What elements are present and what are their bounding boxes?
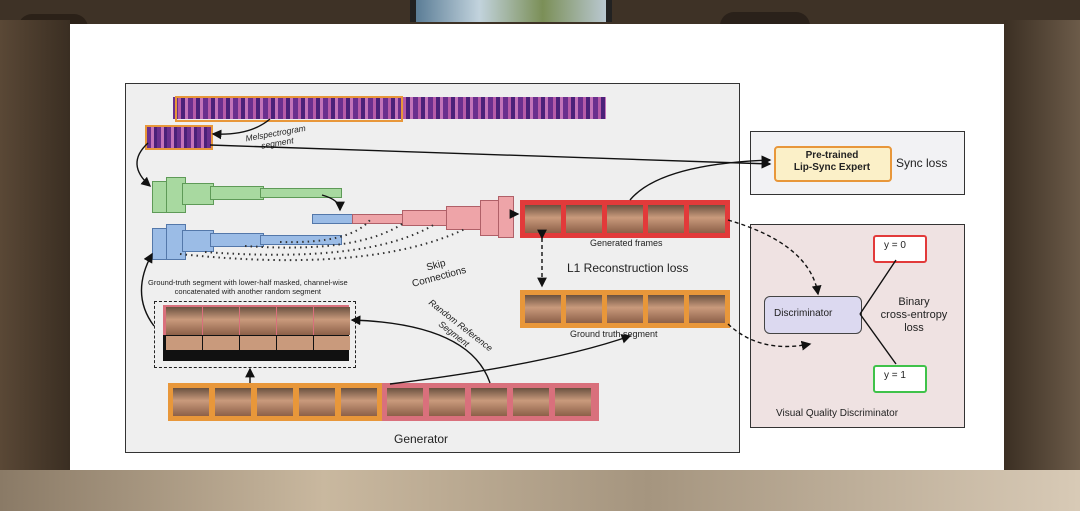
y0-label: y = 0 [884,240,906,251]
l1-loss-label: L1 Reconstruction loss [567,261,689,275]
lip-sync-expert-label: Pre-trained Lip-Sync Expert [793,150,871,173]
reference-sequence [382,383,599,421]
y1-label: y = 1 [884,370,906,381]
arrow-truth-to-disc [727,323,812,351]
melspectrogram-window [175,96,403,122]
source-sequence [168,383,385,421]
discriminator-label: Discriminator [774,308,833,319]
generated-frames [520,200,730,238]
vqd-label: Visual Quality Discriminator [776,408,899,419]
arrow-segment-to-encoder [136,142,152,187]
bce-loss-label: Binary cross-entropy loss [880,296,948,334]
skip-connection [204,223,436,256]
arrow-ref-to-masked [350,315,491,384]
masked-lower-half [163,335,350,361]
ground-truth-caption: Ground-truth segment with lower-half mas… [148,278,348,296]
background-right [1004,20,1080,511]
arrow-mel-to-segment [211,118,271,140]
background-left [0,20,70,511]
ground-truth-frames [520,290,730,328]
lip-sync-expert-box [774,146,892,182]
sync-loss-label: Sync loss [896,156,948,170]
identity-encoder [152,216,342,266]
arrow-segment-to-expert [209,144,772,169]
audience-head [720,12,810,26]
skip-connection [279,219,371,244]
line-disc-to-y0 [859,259,897,315]
arrow-frames-to-expert [629,155,772,201]
audience-foreground [0,470,1080,511]
y1-box [873,365,927,393]
projection-screen: Generated frames L1 Reconstruction loss … [70,24,1004,470]
wall-picture [410,0,612,22]
discriminator-box [764,296,862,334]
arrow-frames-to-disc [727,219,822,296]
face-decoder [312,196,514,238]
arrow-audio-to-bottleneck [321,194,345,212]
arrow-gt-to-truth [389,334,632,385]
masked-input-frames [163,305,350,335]
ground-truth-label: Ground truth segment [570,329,658,339]
arrow-masked-to-encoder [140,252,155,327]
diagram-arrows [136,118,897,385]
melspectrogram-strip [173,97,606,119]
line-disc-to-y1 [859,313,897,365]
masked-input-group [154,301,356,368]
y0-box [873,235,927,263]
generated-frames-label: Generated frames [590,238,663,248]
generator-label: Generator [394,432,449,446]
skip-connection [179,228,466,262]
audio-encoder [152,169,342,219]
